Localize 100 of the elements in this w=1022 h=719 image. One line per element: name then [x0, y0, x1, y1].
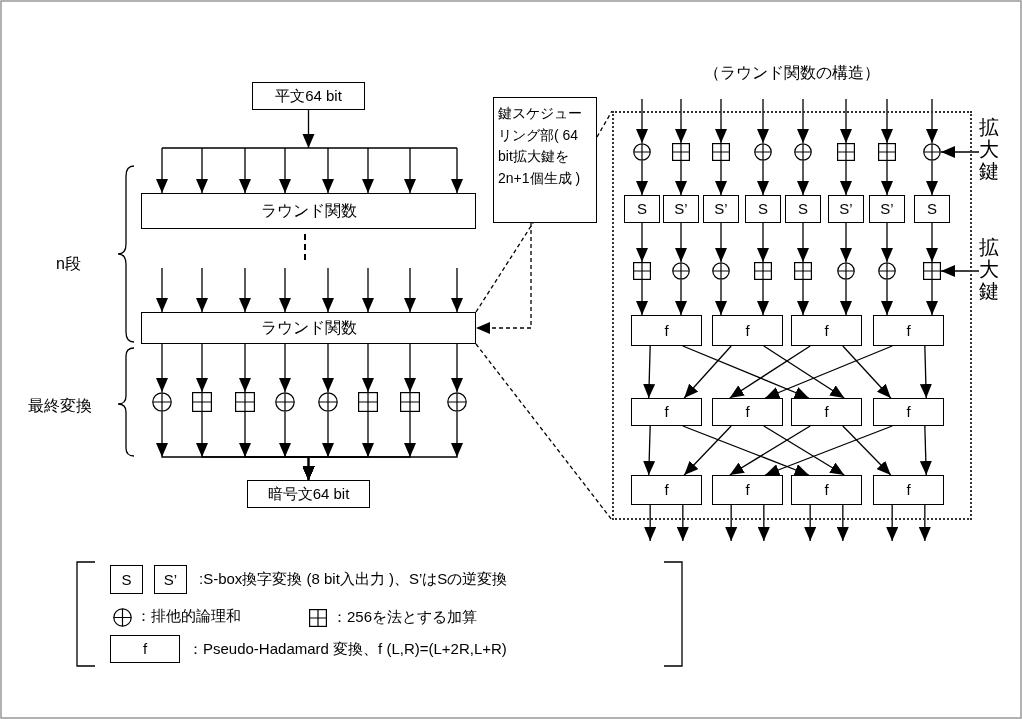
f-box	[631, 398, 702, 426]
arrow	[757, 279, 769, 316]
arrow	[239, 343, 251, 393]
round-function-box	[141, 193, 476, 229]
f-box	[712, 475, 783, 505]
arrow	[919, 425, 932, 476]
f-box	[791, 398, 862, 426]
boxed-plus-icon	[794, 262, 812, 280]
box-label: S	[637, 200, 647, 218]
arrow	[940, 265, 980, 277]
arrow	[729, 425, 811, 476]
arrow	[715, 98, 727, 144]
s-box	[785, 195, 821, 223]
arrow	[842, 345, 892, 399]
arrow	[451, 343, 463, 393]
box-label: S’	[839, 200, 853, 218]
legend-text: ：Pseudo-Hadamard 変換、f (L,R)=(L+2R,L+R)	[188, 640, 507, 659]
circled-plus-icon	[275, 392, 295, 412]
s-box	[869, 195, 905, 223]
boxed-plus-icon	[400, 392, 420, 412]
arrow	[675, 98, 687, 144]
f-box	[631, 475, 702, 505]
box-label: f	[745, 403, 750, 421]
arrow	[729, 345, 811, 399]
dashed-line	[475, 343, 613, 521]
arrow	[797, 279, 809, 316]
box-label: f	[824, 321, 829, 340]
s-box	[914, 195, 950, 223]
arrow	[797, 160, 809, 196]
box-label: 暗号文64 bit	[267, 485, 350, 503]
round-function-box	[141, 312, 476, 344]
arrow	[881, 98, 893, 144]
box-label: f	[824, 403, 829, 421]
arrow	[715, 222, 727, 263]
s-box	[624, 195, 660, 223]
arrow	[757, 504, 770, 542]
circled-plus-icon	[318, 392, 338, 412]
arrow	[797, 222, 809, 263]
circled-plus-icon	[754, 143, 772, 161]
circled-plus-icon	[447, 392, 467, 412]
f-box	[110, 635, 180, 663]
arrow	[362, 267, 374, 313]
circled-plus-icon	[113, 608, 132, 627]
arrow	[156, 343, 168, 393]
branching-arrow	[156, 109, 463, 194]
arrow	[675, 160, 687, 196]
s-box	[110, 565, 143, 594]
box-label: 鍵スケジューリング部( 64 bit拡大鍵を2n+1個生成 )	[498, 104, 583, 189]
arrow	[926, 279, 938, 316]
process-box	[252, 82, 365, 110]
circled-plus-icon	[712, 262, 730, 280]
arrow	[683, 425, 732, 476]
arrow	[239, 267, 251, 313]
box-label: S	[798, 200, 808, 218]
arrow	[715, 160, 727, 196]
arrow	[404, 267, 416, 313]
arrow	[675, 279, 687, 316]
circled-plus-icon	[794, 143, 812, 161]
box-label: 平文64 bit	[275, 87, 342, 105]
key-label: 拡大鍵	[979, 116, 999, 182]
circled-plus-icon	[672, 262, 690, 280]
f-box	[873, 475, 944, 505]
arrow	[919, 345, 932, 399]
box-label: ラウンド関数	[260, 201, 357, 221]
arrow	[196, 343, 208, 393]
arrow	[156, 267, 168, 313]
arrow	[926, 222, 938, 263]
arrow	[643, 425, 656, 476]
boxed-plus-icon	[712, 143, 730, 161]
legend-text: ：256を法とする加算	[332, 608, 478, 627]
arrow	[763, 345, 845, 399]
legend-text: :S-box換字変換 (8 bit入出力 )、S’はSの逆変換	[199, 570, 508, 589]
arrow	[682, 345, 810, 399]
arrow	[926, 98, 938, 144]
box-label: S’	[714, 200, 728, 218]
boxed-plus-icon	[358, 392, 378, 412]
arrow	[757, 160, 769, 196]
arrow	[682, 425, 810, 476]
arrow	[725, 504, 738, 542]
arrow	[881, 279, 893, 316]
boxed-plus-icon	[633, 262, 651, 280]
arrow	[675, 222, 687, 263]
arrow	[757, 98, 769, 144]
box-label: f	[664, 403, 669, 421]
box-label: f	[906, 321, 911, 340]
frame-heading: （ラウンド関数の構造）	[703, 63, 881, 83]
s-box	[663, 195, 699, 223]
arrow	[362, 343, 374, 393]
f-box	[631, 315, 702, 346]
boxed-plus-icon	[837, 143, 855, 161]
f-box	[791, 475, 862, 505]
box-label: f	[824, 481, 829, 499]
arrow	[636, 160, 648, 196]
arrow	[636, 98, 648, 144]
arrow	[840, 279, 852, 316]
arrow	[881, 160, 893, 196]
arrow	[636, 222, 648, 263]
box-label: S	[927, 200, 937, 218]
arrow	[797, 98, 809, 144]
arrow	[764, 345, 893, 399]
